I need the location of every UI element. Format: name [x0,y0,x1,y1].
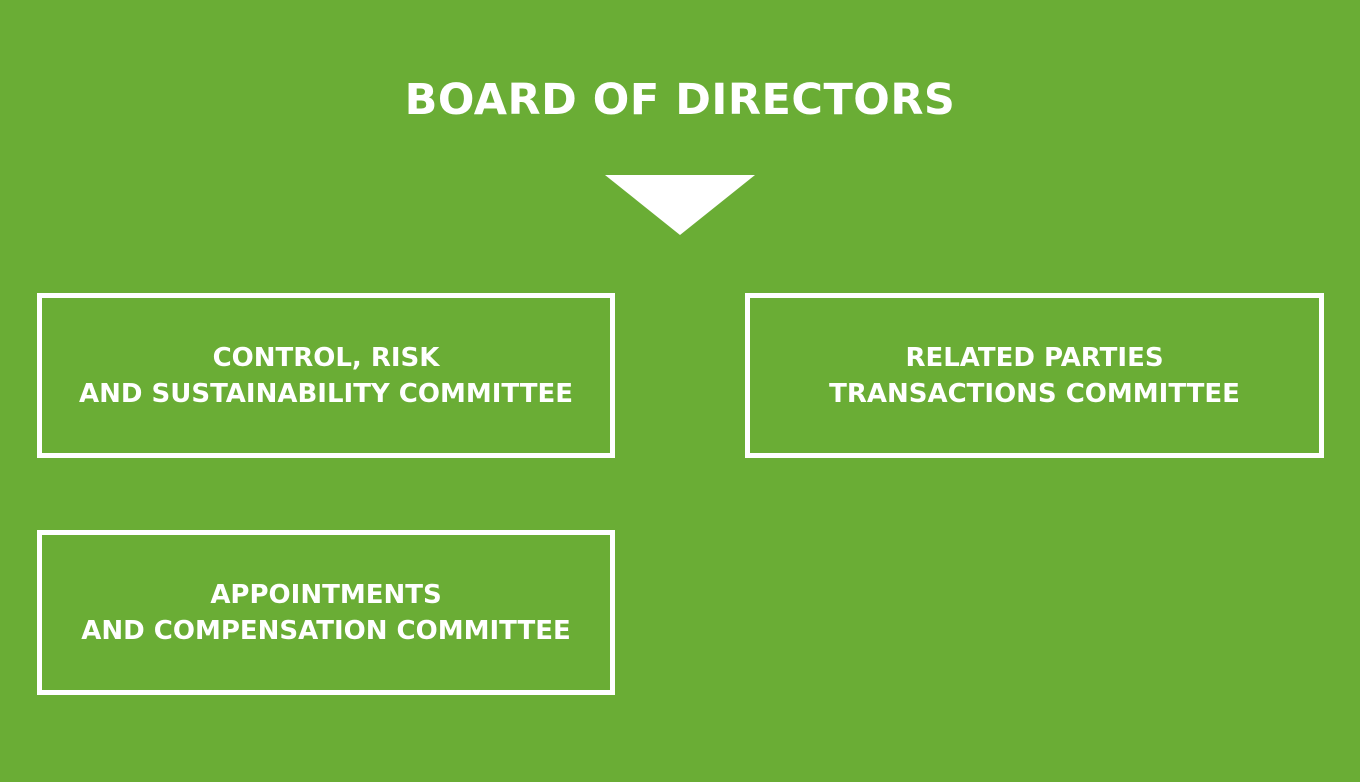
committee-label-line1: RELATED PARTIES [905,342,1164,373]
control-risk-sustainability-committee-box: CONTROL, RISK AND SUSTAINABILITY COMMITT… [37,293,615,458]
related-parties-transactions-committee-box: RELATED PARTIES TRANSACTIONS COMMITTEE [745,293,1324,458]
committee-label-line1: APPOINTMENTS [210,579,442,610]
committee-label-line2: TRANSACTIONS COMMITTEE [829,378,1240,409]
appointments-compensation-committee-box: APPOINTMENTS AND COMPENSATION COMMITTEE [37,530,615,695]
committee-label-line2: AND SUSTAINABILITY COMMITTEE [78,378,573,409]
committee-label-line2: AND COMPENSATION COMMITTEE [81,615,571,646]
triangle-down-icon [605,175,755,235]
committee-label-line1: CONTROL, RISK [212,342,440,373]
board-of-directors-title: BOARD OF DIRECTORS [404,75,956,125]
